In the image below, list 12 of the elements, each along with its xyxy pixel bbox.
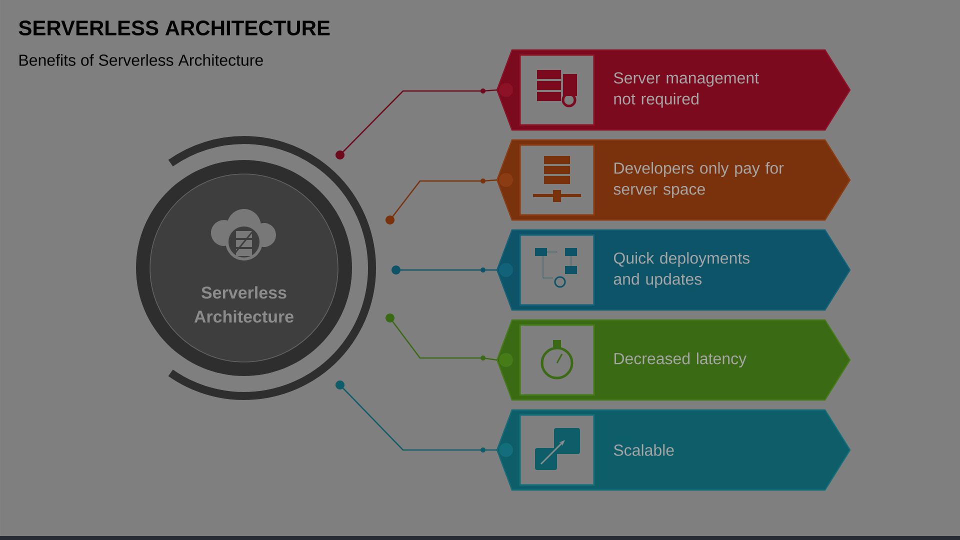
benefit-box: Quick deployments and updates (496, 229, 851, 311)
benefit-box: Developers only pay for server space (496, 139, 851, 221)
leader-line (392, 266, 497, 274)
benefit-box: Decreased latency (496, 319, 851, 401)
benefit-box: Server management not required (496, 49, 851, 131)
leader-line (336, 380, 497, 452)
leader-line (386, 314, 498, 361)
leader-line (386, 178, 498, 224)
subtitle: Benefits of Serverless Architecture (20, 54, 263, 66)
title: SERVERLESS ARCHITECTURE (18, 20, 330, 36)
leader-line (336, 88, 498, 160)
benefit-box: Scalable (496, 409, 851, 491)
